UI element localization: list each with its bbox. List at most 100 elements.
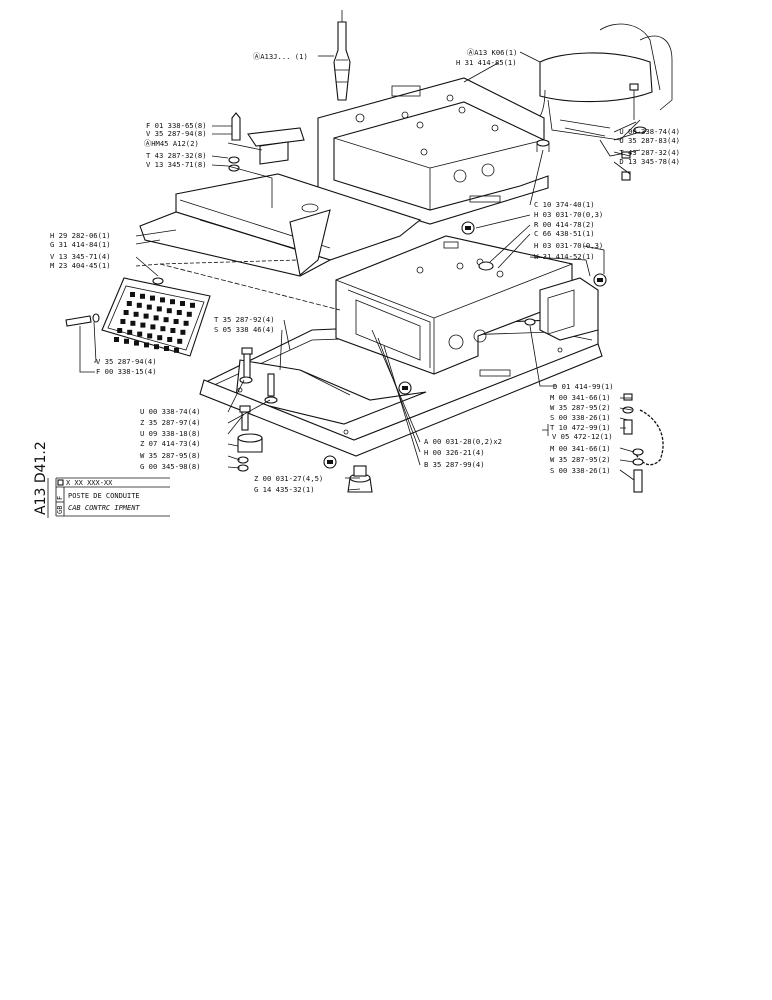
grille-hole [144, 342, 149, 348]
side-panel [539, 277, 599, 341]
part-label-f01338: F 01 338-65(8) [146, 121, 207, 130]
leader-lines [79, 51, 641, 491]
drawing-code: A13 D41.2 [33, 441, 49, 515]
grille-hole [163, 317, 169, 323]
part-label-z00031: Z 00 031-27(4,5) [254, 474, 323, 483]
grille-hole [127, 329, 133, 335]
part-label-hm45: ⒶHM45 A12(2) [144, 139, 199, 148]
grille-hole [157, 335, 163, 341]
part-label-m00341b: M 00 341-66(1) [550, 444, 611, 453]
part-labels: ⒶA13J... (1)F 01 338-65(8)V 35 287-94(8)… [50, 48, 680, 494]
part-label-u00338b: U 00 338-74(4) [619, 127, 680, 136]
part-label-a00031: A 00 031-28(0,2)x2 [424, 437, 502, 446]
grille-hole [186, 311, 192, 317]
grille-hole [154, 344, 159, 350]
part-label-w35287a: W 35 287-95(8) [140, 451, 201, 460]
part-label-v13345a: V 13 345-71(8) [146, 160, 207, 169]
grille-hole [140, 322, 146, 328]
grille-hole [114, 337, 119, 342]
grille-hole [166, 308, 172, 314]
title-line-2: CAB CONTRC IPMENT [68, 504, 140, 512]
grille-hole [130, 320, 136, 326]
title-line-1: POSTE DE CONDUITE [68, 492, 140, 500]
part-label-m00341a: M 00 341-66(1) [550, 393, 611, 402]
part-label-g31414: G 31 414-84(1) [50, 240, 111, 249]
grille-hole [123, 310, 129, 315]
part-label-h00326: H 00 326-21(4) [424, 448, 485, 457]
hose-assembly [622, 393, 664, 493]
part-label-c66438: C 66 438-51(1) [534, 229, 595, 238]
grille-hole [137, 331, 143, 337]
grille-hole [183, 320, 189, 326]
grille-hole [150, 324, 156, 330]
part-label-t35287: T 35 287-92(4) [214, 315, 275, 324]
grille-hole [117, 328, 123, 333]
part-label-r00414: R 00 414-78(2) [534, 220, 595, 229]
part-label-h31414: H 31 414-85(1) [456, 58, 517, 67]
grille-hole [180, 329, 186, 335]
operator-seat [535, 23, 673, 157]
part-label-z07414: Z 07 414-73(4) [140, 439, 201, 448]
grille-hole [160, 297, 165, 303]
part-label-a13k06: ⒶA13 K06(1) [467, 48, 517, 57]
housing-box [335, 235, 573, 377]
grille-hole [190, 302, 195, 308]
grille-hole [147, 333, 153, 339]
part-label-h29282: H 29 282-06(1) [50, 231, 111, 240]
grille-hole [156, 306, 162, 312]
grille-hole [180, 301, 185, 306]
part-label-g14435: G 14 435-32(1) [254, 485, 315, 494]
grille-hole [150, 295, 155, 301]
base-plate [199, 343, 603, 457]
grille-hole [126, 301, 132, 306]
grille-bolt [65, 313, 100, 327]
grille-hole [146, 304, 152, 310]
grille-hole [140, 293, 145, 299]
grille-hole [173, 319, 179, 324]
mount-front-left [239, 347, 278, 404]
mount-bottom [237, 405, 263, 472]
part-label-u35287: U 35 287-83(4) [619, 136, 680, 145]
part-label-s00338a: S 00 338-26(1) [550, 413, 611, 422]
part-label-c10374: C 10 374-40(1) [534, 200, 595, 209]
part-label-h03031b: H 03 031-70(0,3) [534, 241, 603, 250]
grille-hole [176, 310, 182, 315]
grille-hole [174, 347, 179, 353]
title-lang-2: GB [56, 506, 64, 514]
grille-hole [120, 319, 126, 324]
title-reference: X XX XXX-XX [66, 479, 113, 487]
part-label-h03031a: H 03 031-70(0,3) [534, 210, 603, 219]
part-label-m23404: M 23 404-45(1) [50, 261, 111, 270]
part-label-w35287c: W 35 287-95(2) [550, 455, 611, 464]
part-label-w35287b: W 35 287-95(2) [550, 403, 611, 412]
part-label-t10472: T 10 472-99(1) [550, 423, 611, 432]
part-label-v35287b: V 35 287-94(4) [96, 357, 157, 366]
part-label-d01414: D 01 414-99(1) [553, 382, 614, 391]
clamp-bracket [228, 112, 305, 172]
part-label-u00338a: U 00 338-74(4) [140, 407, 201, 416]
upper-cover-panel [139, 173, 422, 277]
marker-disc-4 [323, 455, 337, 469]
part-label-z35287: Z 35 287-97(4) [140, 418, 201, 427]
grille-hole [130, 292, 135, 297]
title-lang-1: F [56, 496, 64, 500]
mount-center [347, 465, 373, 493]
grille-hole [153, 315, 159, 321]
grille-hole [170, 299, 175, 305]
grille-hole [134, 340, 139, 346]
part-label-u09338: U 09 338-18(8) [140, 429, 201, 438]
part-label-f00338: F 00 338-15(4) [96, 367, 157, 376]
shift-lever [333, 10, 351, 101]
grille-hole [133, 311, 139, 317]
part-label-v13345b: V 13 345-71(4) [50, 252, 111, 261]
title-block: A13 D41.2 X XX XXX-XX POSTE DE CONDUITE … [33, 441, 170, 518]
grille-hole [136, 302, 142, 308]
marker-disc-2 [593, 273, 607, 287]
part-label-b35287: B 35 287-99(4) [424, 460, 485, 469]
part-label-a13j: ⒶA13J... (1) [253, 52, 308, 61]
part-label-w31414: W 31 414-52(1) [534, 252, 595, 261]
grille-hole [124, 338, 129, 344]
console-box [317, 77, 549, 225]
grille-hole [164, 346, 169, 351]
